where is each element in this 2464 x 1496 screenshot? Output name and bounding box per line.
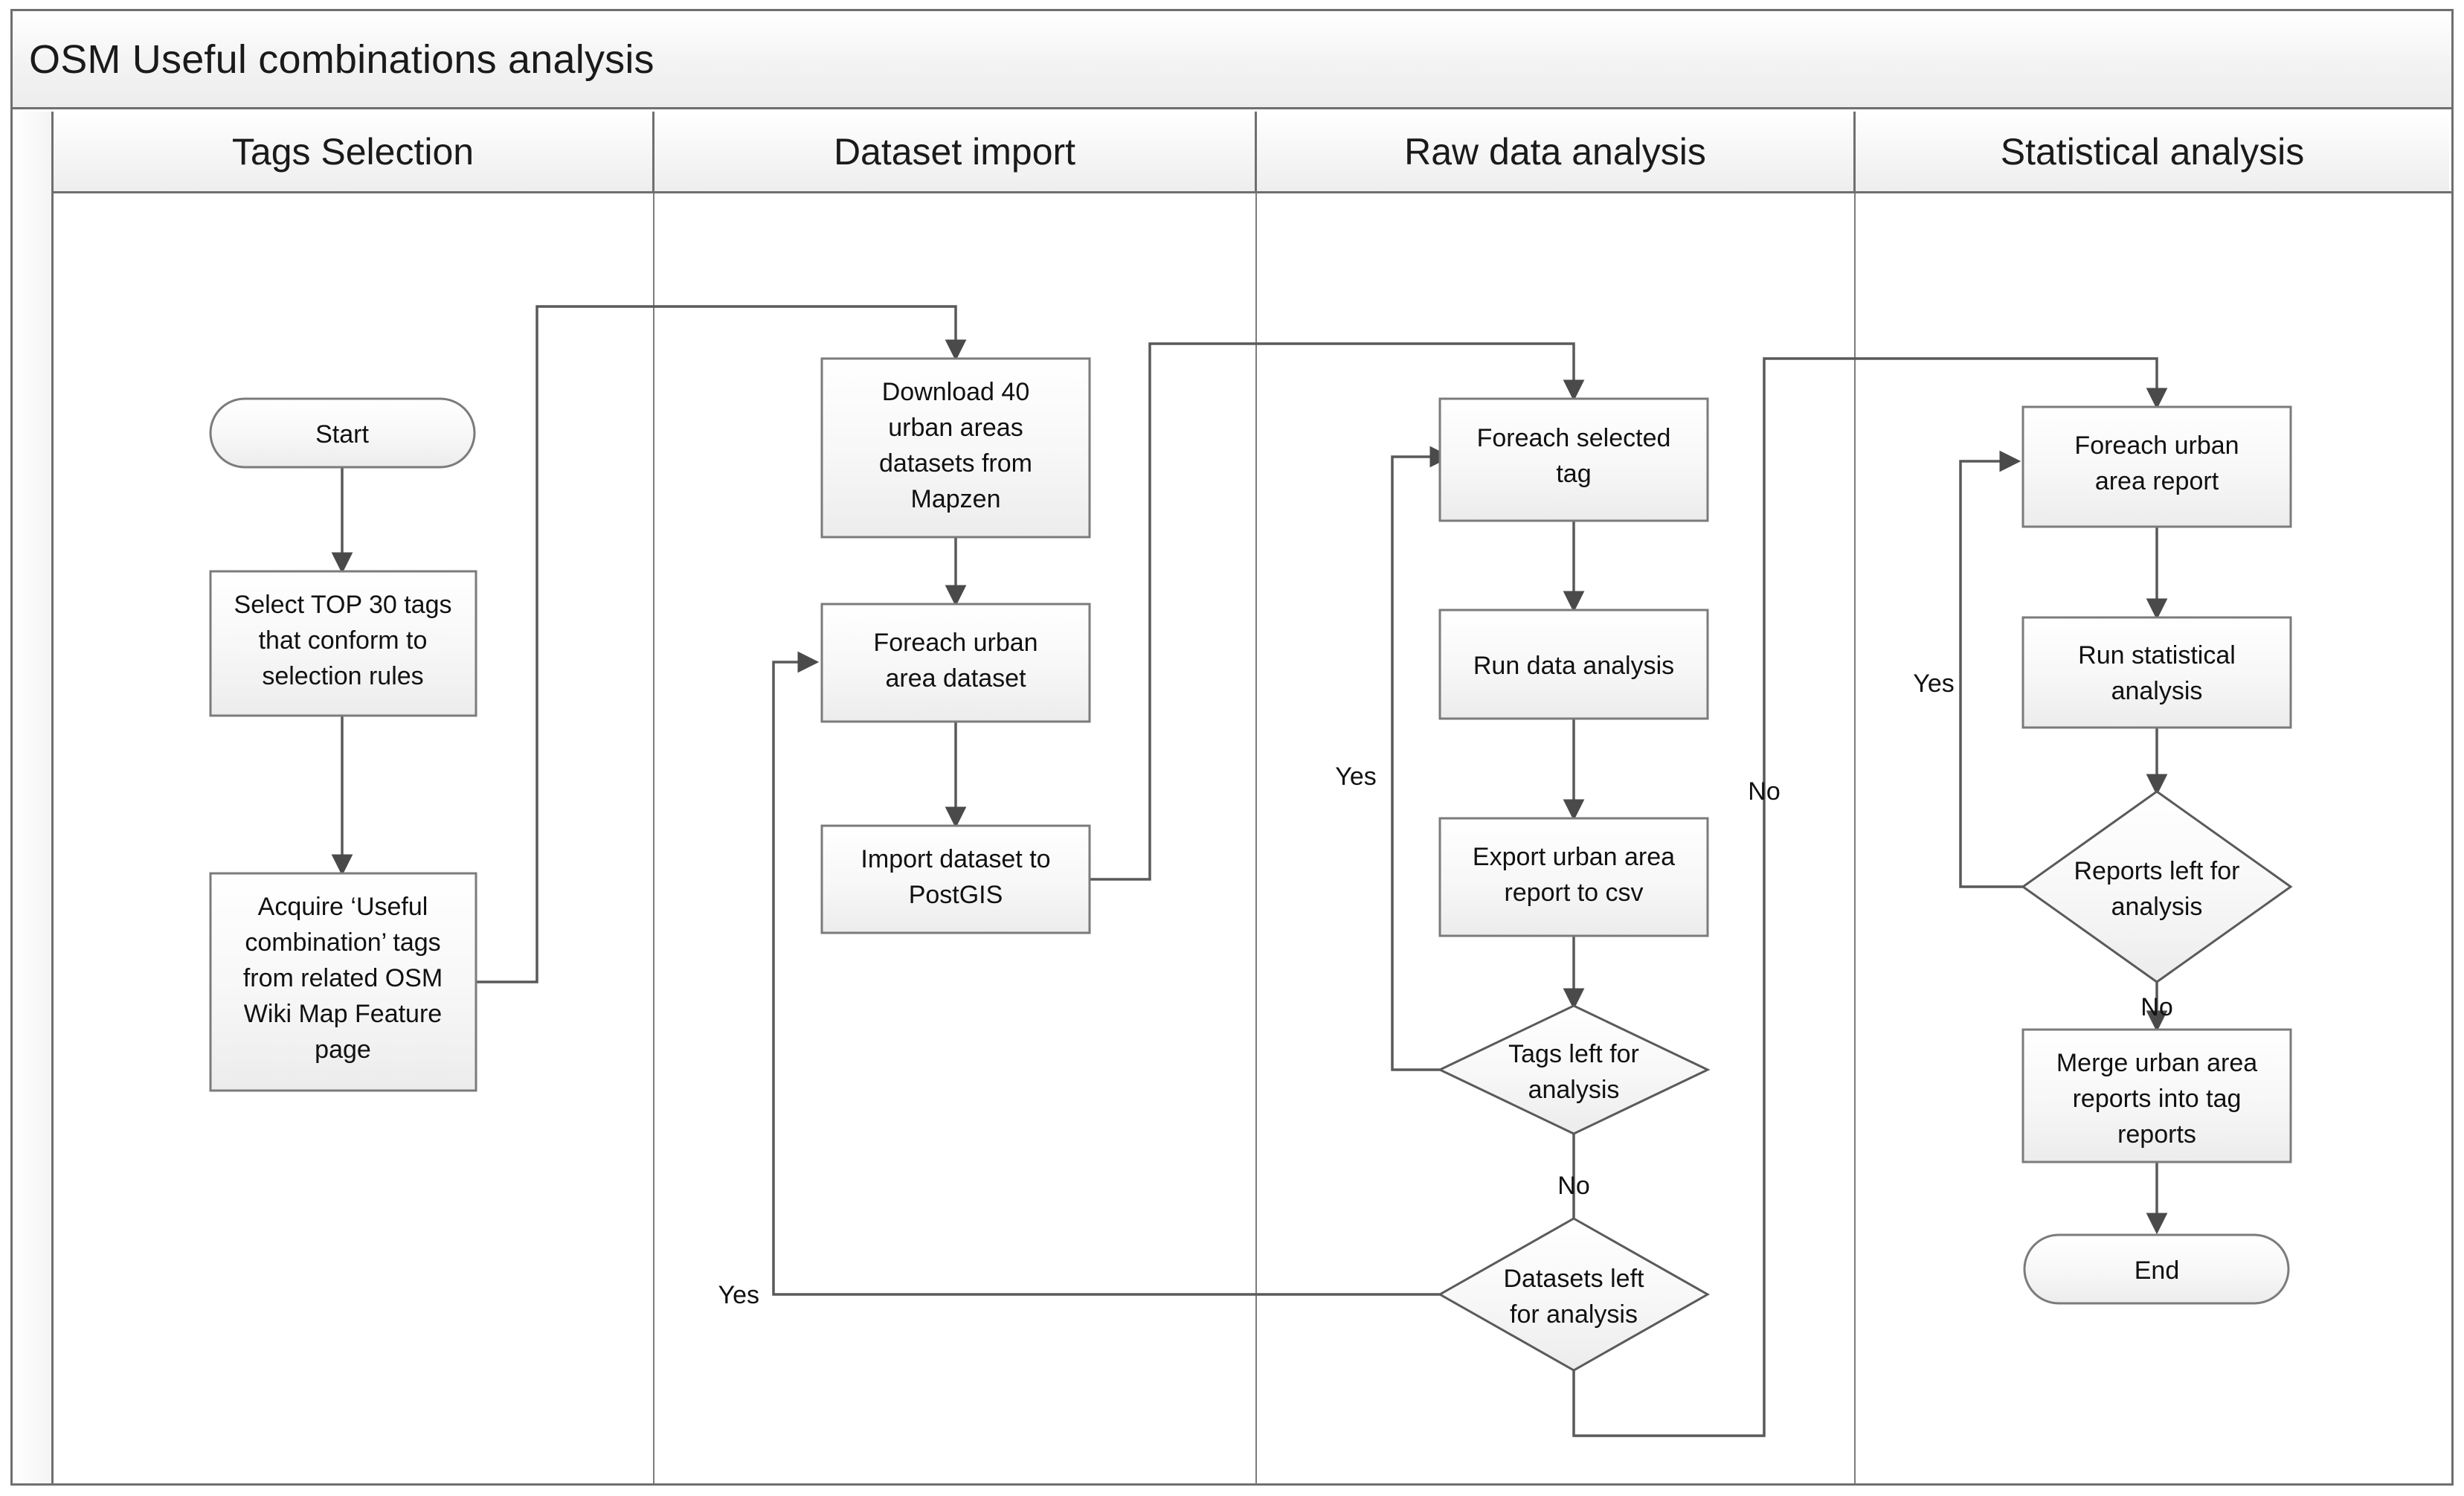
lane-header-dataset-import[interactable]: Dataset import <box>654 112 1257 191</box>
lane-header-statistical-analysis[interactable]: Statistical analysis <box>1856 112 2449 191</box>
lane-body-statistical-analysis <box>1856 193 2449 1483</box>
swimlane-pool-strip <box>13 112 54 1483</box>
lane-header-raw-data-analysis[interactable]: Raw data analysis <box>1257 112 1856 191</box>
lane-body-dataset-import <box>654 193 1257 1483</box>
swimlane-header-row: Tags Selection Dataset import Raw data a… <box>54 112 2451 193</box>
lane-body-tags-selection <box>54 193 654 1483</box>
diagram-title-bar: OSM Useful combinations analysis <box>13 11 2451 109</box>
swimlane-body-row <box>54 193 2451 1483</box>
lane-header-tags-selection[interactable]: Tags Selection <box>54 112 654 191</box>
lane-body-raw-data-analysis <box>1257 193 1856 1483</box>
page-title: OSM Useful combinations analysis <box>29 36 654 82</box>
